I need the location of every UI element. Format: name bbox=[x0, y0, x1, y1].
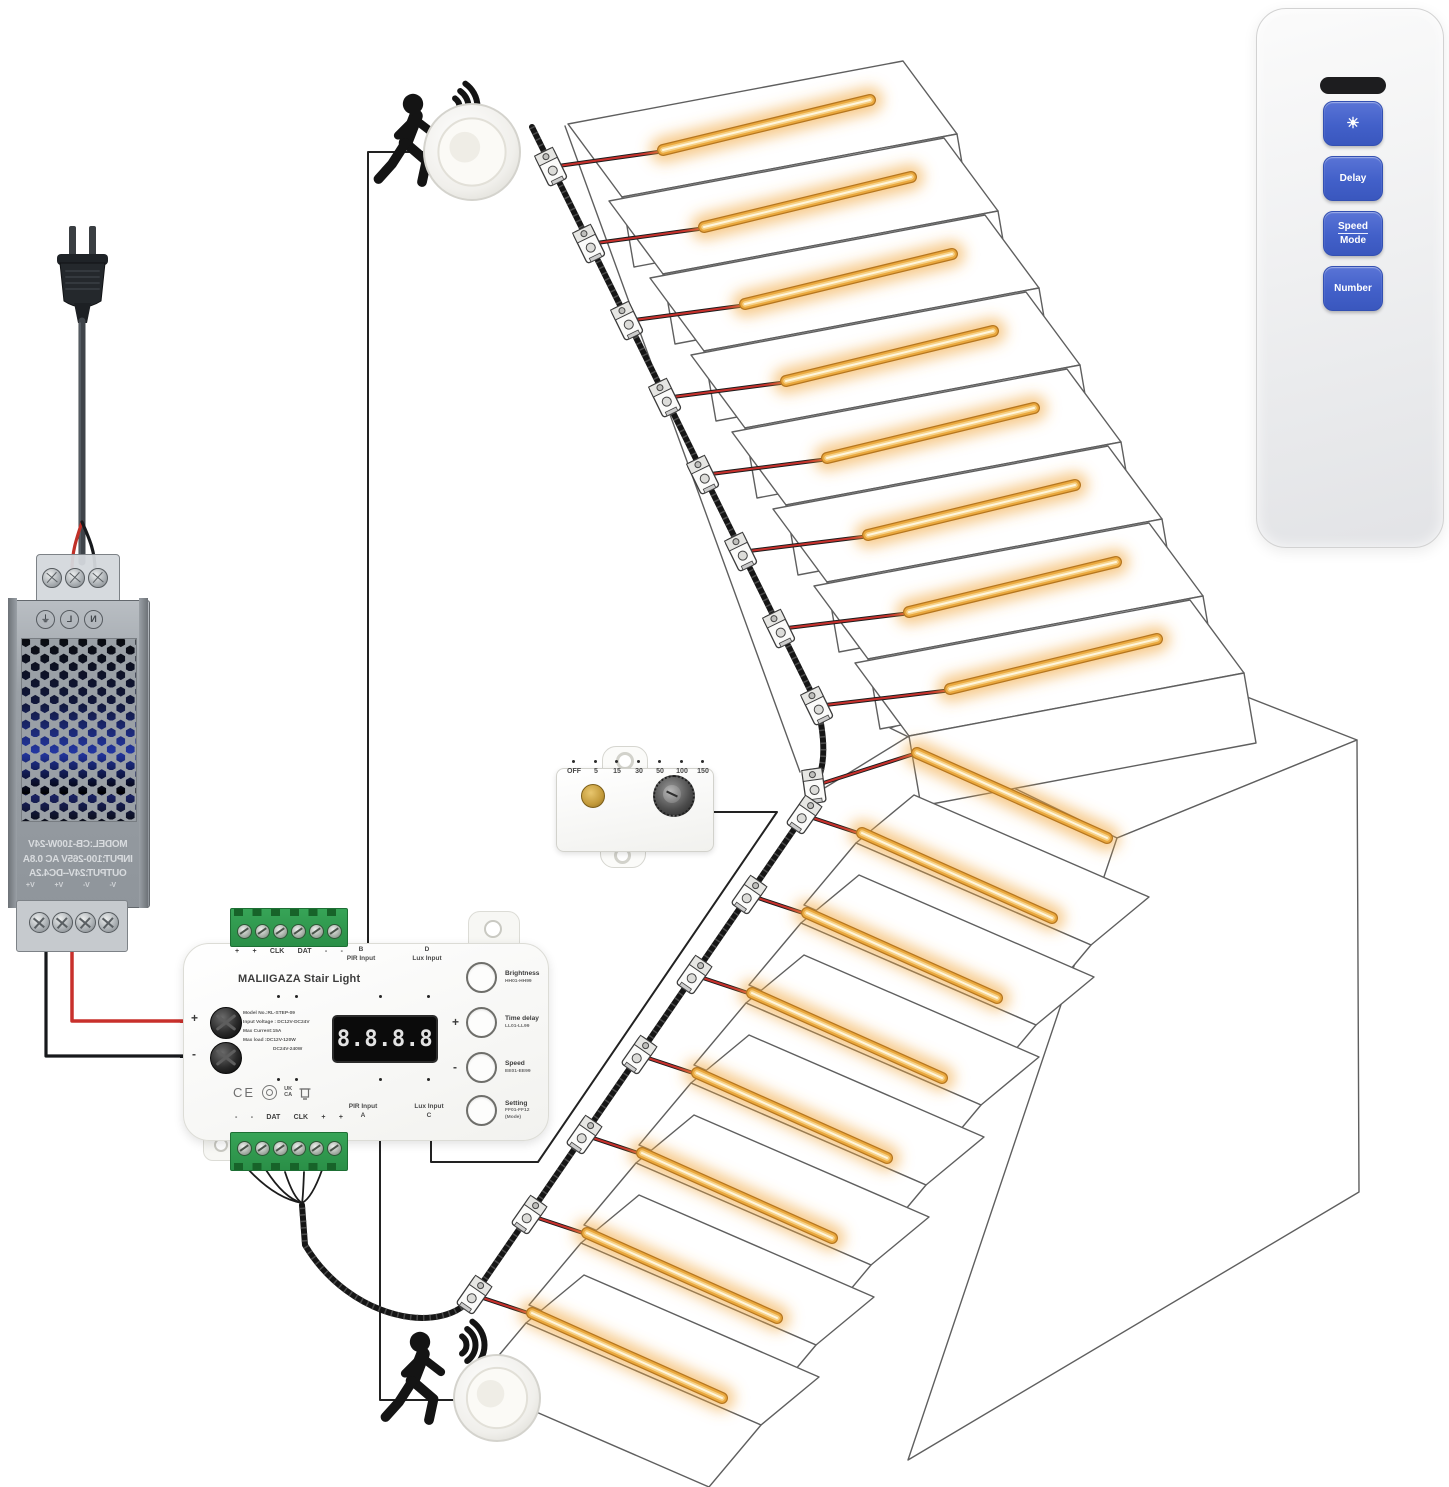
segment-display: 8.8.8.8 bbox=[332, 1015, 438, 1063]
cable-connector bbox=[456, 1274, 493, 1315]
scale-label: OFF bbox=[567, 768, 581, 775]
brightness-sun-icon: ☀ bbox=[1346, 114, 1360, 132]
speed-minus-sign: - bbox=[453, 1060, 457, 1074]
time-plus-sign: + bbox=[452, 1015, 460, 1029]
dc-minus-wire bbox=[44, 944, 232, 1058]
led-power-supply: ⏚ L N MODEL:CB-100W-24V INPUT:100-265V A… bbox=[8, 552, 150, 956]
cable-connector bbox=[723, 531, 758, 572]
psu-dc-screw bbox=[75, 912, 96, 933]
psu-n-symbol: N bbox=[84, 610, 103, 629]
cable-connector bbox=[533, 146, 568, 187]
psu-dc-screw bbox=[98, 912, 119, 933]
pir-motion-sensor-top bbox=[423, 103, 521, 201]
cable-connector bbox=[609, 300, 644, 341]
dc-plus-wire bbox=[70, 944, 232, 1023]
lux-c-wire bbox=[430, 811, 778, 1163]
strip-connectors bbox=[456, 146, 834, 1315]
sensor-body bbox=[556, 768, 714, 852]
lower-box-side bbox=[907, 739, 1360, 1461]
cable-connector bbox=[801, 767, 827, 805]
controller-specs: Model No.:RL-STEP-09 Input Voltage : DC1… bbox=[243, 1011, 310, 1053]
remote-delay-button[interactable]: Delay bbox=[1323, 156, 1383, 201]
scale-label: 5 bbox=[594, 768, 598, 775]
psu-label-text: MODEL:CB-100W-24V INPUT:100-265V AC 0.8A… bbox=[23, 839, 133, 879]
pir-motion-sensor-bottom bbox=[453, 1354, 541, 1442]
dc-plus-terminal-knob bbox=[210, 1007, 242, 1039]
rohs-icon bbox=[262, 1085, 278, 1100]
remote-number-button[interactable]: Number bbox=[1323, 266, 1383, 311]
psu-ac-screw bbox=[65, 568, 85, 588]
cable-connector bbox=[571, 223, 606, 264]
scale-label: 30 bbox=[635, 768, 643, 775]
cable-connector bbox=[511, 1194, 548, 1235]
weee-bin-icon bbox=[299, 1088, 311, 1100]
dc-wires bbox=[44, 944, 232, 1058]
scale-label: 50 bbox=[656, 768, 664, 775]
psu-ac-screw bbox=[42, 568, 62, 588]
upper-riser bbox=[908, 672, 1257, 807]
dc-minus-terminal-knob bbox=[210, 1042, 242, 1074]
ir-window bbox=[1320, 77, 1386, 94]
cable-connector bbox=[761, 608, 796, 649]
ce-mark-icon: CE bbox=[233, 1085, 256, 1100]
cable-connector bbox=[731, 874, 768, 915]
psu-ac-screw bbox=[88, 568, 108, 588]
scale-label: 100 bbox=[676, 768, 688, 775]
scale-label: 150 bbox=[697, 768, 709, 775]
power-plug bbox=[57, 226, 108, 572]
psu-dc-labels: V-V- V+V+ bbox=[25, 882, 117, 889]
pir-b-wire bbox=[367, 151, 426, 949]
cable-connector bbox=[621, 1034, 658, 1075]
dc-plus-sign: + bbox=[191, 1011, 199, 1025]
psu-dc-screw bbox=[52, 912, 73, 933]
cable-connector bbox=[647, 377, 682, 418]
led-strips bbox=[526, 94, 1163, 1404]
controller-top-terminal-block bbox=[230, 908, 348, 947]
photoresistor bbox=[581, 784, 605, 808]
psu-ground-symbol: ⏚ bbox=[36, 610, 55, 629]
cable-connector bbox=[566, 1114, 603, 1155]
psu-rail-left bbox=[8, 598, 17, 908]
scale-label: 15 bbox=[613, 768, 621, 775]
controller-title: MALIIGAZA Stair Light bbox=[238, 973, 361, 985]
cable-connector bbox=[685, 454, 720, 495]
dc-minus-sign: - bbox=[192, 1047, 196, 1061]
psu-vent-grid bbox=[21, 638, 137, 822]
cable-connector bbox=[786, 794, 823, 835]
psu-l-symbol: L bbox=[60, 610, 79, 629]
lux-threshold-dial[interactable] bbox=[653, 775, 695, 817]
cable-connector bbox=[676, 954, 713, 995]
daylight-sensor-module: OFF 5 15 30 50 100 150 bbox=[556, 744, 714, 868]
controller-bottom-terminal-block bbox=[230, 1132, 348, 1171]
remote-brightness-button[interactable]: ☀ bbox=[1323, 101, 1383, 146]
cable-connector bbox=[799, 685, 834, 726]
psu-dc-screw bbox=[29, 912, 50, 933]
